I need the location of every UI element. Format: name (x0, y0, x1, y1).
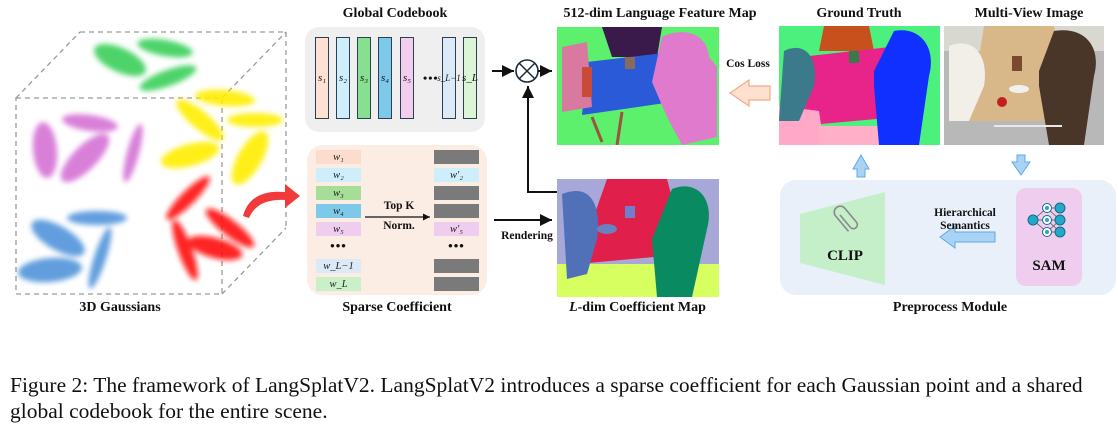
weight-label: w₄ (333, 205, 344, 217)
codebook-entry: s₁ (315, 37, 329, 119)
weight-label: w₂ (333, 169, 344, 181)
sam-label: SAM (1032, 258, 1066, 274)
up-arrow-icon (852, 153, 870, 178)
codebook-title: Global Codebook (342, 6, 448, 21)
weight-cell: w₄ (316, 204, 361, 218)
figure-caption: Figure 2: The framework of LangSplatV2. … (10, 373, 1083, 423)
selection-arrow-icon (243, 184, 300, 218)
pruned-weight-cell (434, 277, 479, 291)
gaussian-cluster-yellow (160, 89, 283, 185)
global-codebook: s₁ s₂ s₃ s₄ s₅ ••• s_L−1 s_L (305, 27, 485, 132)
neural-network-icon (1027, 202, 1066, 238)
feature-map-title: 512-dim Language Feature Map (563, 6, 757, 21)
coefficient-map-render (557, 179, 719, 297)
clip-label: CLIP (827, 248, 863, 264)
ground-truth-render (779, 26, 940, 145)
clip-shape (800, 192, 996, 285)
down-arrow-icon (1011, 154, 1031, 176)
norm-label: Norm. (383, 220, 415, 232)
gaussians-label: 3D Gaussians (79, 300, 161, 315)
codebook-entry: s₄ (378, 37, 392, 119)
kept-weight-cell: w′₂ (434, 168, 479, 182)
multiview-title: Multi-View Image (974, 6, 1084, 21)
weight-label: w₅ (333, 223, 344, 235)
hierarchical-arrow (939, 225, 996, 249)
codebook-ellipsis: ••• (423, 71, 439, 85)
weight-cell: w_L−1 (316, 259, 361, 273)
codebook-entry-label: s₄ (380, 72, 390, 84)
gaussian-cluster-magenta (32, 114, 143, 183)
sam-block: SAM (1016, 188, 1082, 286)
coefficient-feedback-arrow (522, 86, 557, 193)
codebook-entry: s_L (462, 37, 478, 119)
weight-cell: w_L (316, 277, 361, 291)
multiply-icon (515, 59, 539, 83)
codebook-entry: s₃ (357, 37, 371, 119)
kept-weight-label: w′₂ (450, 169, 463, 181)
gaussian-cluster-blue (18, 211, 127, 289)
pruned-weight-cell (434, 259, 479, 273)
codebook-entry: s_L−1 (437, 37, 461, 119)
pruned-weight-cell (434, 150, 479, 164)
gaussian-cluster-red (166, 176, 255, 281)
codebook-entry: s₂ (336, 37, 350, 119)
weight-cell: w₁ (316, 150, 361, 164)
preprocess-module: CLIP Hierarchical Semantics SAM (780, 180, 1116, 295)
weight-label: w₁ (333, 151, 344, 163)
codebook-entry-label: s₃ (359, 72, 369, 84)
sparse-coefficient-panel: w₁ w₂ w₃ w₄ w₅ ••• w_L−1 w_L w′₂ w′₅ •••… (307, 145, 487, 295)
preprocess-label: Preprocess Module (892, 300, 1008, 315)
feature-map-render (557, 27, 719, 145)
kept-weight-label: w′₅ (450, 223, 463, 235)
weight-label: w₃ (333, 187, 344, 199)
coefficient-map-image (557, 179, 719, 297)
codebook-entry: s₅ (400, 37, 414, 119)
kept-weight-cell: w′₅ (434, 222, 479, 236)
codebook-entry-label: s₂ (338, 72, 348, 84)
ground-truth-image (779, 26, 940, 145)
multiview-photo-render (944, 26, 1104, 145)
weight-ellipsis: ••• (330, 238, 347, 253)
cos-loss-arrow (728, 78, 771, 108)
gaussian-cluster-green (94, 38, 197, 91)
weight-cell: w₂ (316, 168, 361, 182)
gaussian-cube (15, 31, 300, 295)
codebook-entry-label: s₅ (402, 72, 412, 84)
kept-weight-ellipsis: ••• (448, 238, 465, 253)
weight-label: w_L (329, 278, 348, 290)
cos-loss-label: Cos Loss (726, 58, 770, 70)
codebook-entry-label: s_L (462, 72, 478, 84)
coefficient-map-title: L-dim Coefficient Map (569, 300, 706, 315)
codebook-entry-label: s_L−1 (437, 73, 461, 83)
hierarchical-label-line2: Semantics (940, 220, 990, 232)
codebook-entry-label: s₁ (317, 72, 327, 84)
language-feature-map-image (557, 27, 719, 145)
pruned-weight-cell (434, 204, 479, 218)
sparse-coefficient-label: Sparse Coefficient (342, 300, 452, 315)
gaussians-panel: 3D Gaussians (0, 0, 300, 320)
weight-label: w_L−1 (323, 260, 354, 272)
hierarchical-label-line1: Hierarchical (934, 207, 996, 219)
weight-cell: w₃ (316, 186, 361, 200)
rendering-label: Rendering (501, 230, 553, 242)
coefficient-map-title-text: -dim Coefficient Map (577, 300, 706, 315)
weight-cell: w₅ (316, 222, 361, 236)
topk-label: Top K (383, 200, 415, 212)
ground-truth-title: Ground Truth (816, 6, 902, 21)
paperclip-icon (833, 205, 859, 232)
multiview-image (944, 26, 1104, 145)
pruned-weight-cell (434, 186, 479, 200)
